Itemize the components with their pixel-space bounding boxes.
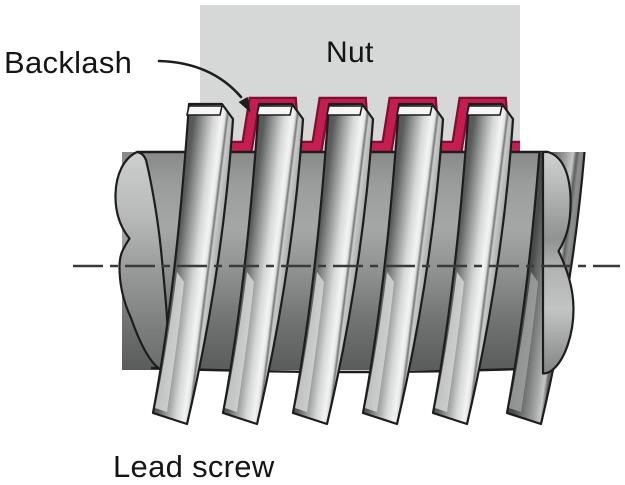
backlash-label: Backlash	[4, 45, 132, 80]
shaft-bottom-edge-line	[150, 366, 547, 374]
backlash-arrowhead-icon	[238, 96, 251, 113]
backlash-leader-line	[157, 59, 243, 99]
screw-left-end	[114, 150, 170, 373]
backlash-leader-arrow	[157, 59, 251, 113]
lead-screw-label: Lead screw	[113, 449, 275, 484]
nut-label: Nut	[326, 36, 374, 69]
screw-right-end	[541, 150, 575, 375]
thread-lower-highlight	[509, 272, 538, 412]
